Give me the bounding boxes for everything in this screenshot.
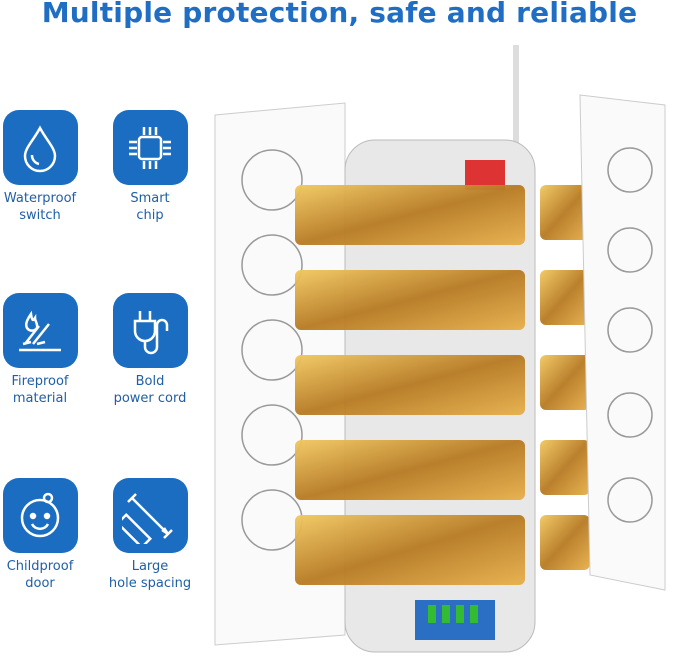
fire-icon — [19, 310, 61, 351]
feature-label: hole spacing — [108, 576, 192, 591]
feature-waterproof: Waterproof switch — [0, 110, 95, 224]
feature-label: Waterproof — [3, 191, 77, 206]
feature-label: power cord — [113, 391, 187, 406]
feature-label: material — [12, 391, 68, 406]
feature-label: Bold — [135, 374, 165, 389]
feature-label: chip — [136, 208, 164, 223]
feature-fireproof: Fireproof material — [0, 293, 95, 407]
ruler-icon — [122, 492, 173, 544]
baby-face-icon — [20, 492, 60, 537]
plug-icon — [133, 310, 169, 354]
power-strip-exploded-view — [214, 45, 666, 653]
feature-label: Fireproof — [11, 374, 69, 389]
feature-power-cord: Bold power cord — [95, 293, 205, 407]
feature-label: Large — [131, 559, 169, 574]
chip-icon — [129, 126, 171, 169]
water-drop-icon — [23, 124, 57, 172]
feature-label: door — [25, 576, 55, 591]
feature-hole-spacing: Large hole spacing — [95, 478, 205, 592]
right-cover-panel — [579, 94, 666, 591]
feature-label: Smart — [130, 191, 170, 206]
feature-label: switch — [19, 208, 61, 223]
feature-childproof: Childproof door — [0, 478, 95, 592]
feature-label: Childproof — [6, 559, 74, 574]
feature-smart-chip: Smart chip — [95, 110, 205, 224]
gold-contacts — [295, 185, 590, 585]
headline: Multiple protection, safe and reliable — [41, 0, 638, 29]
